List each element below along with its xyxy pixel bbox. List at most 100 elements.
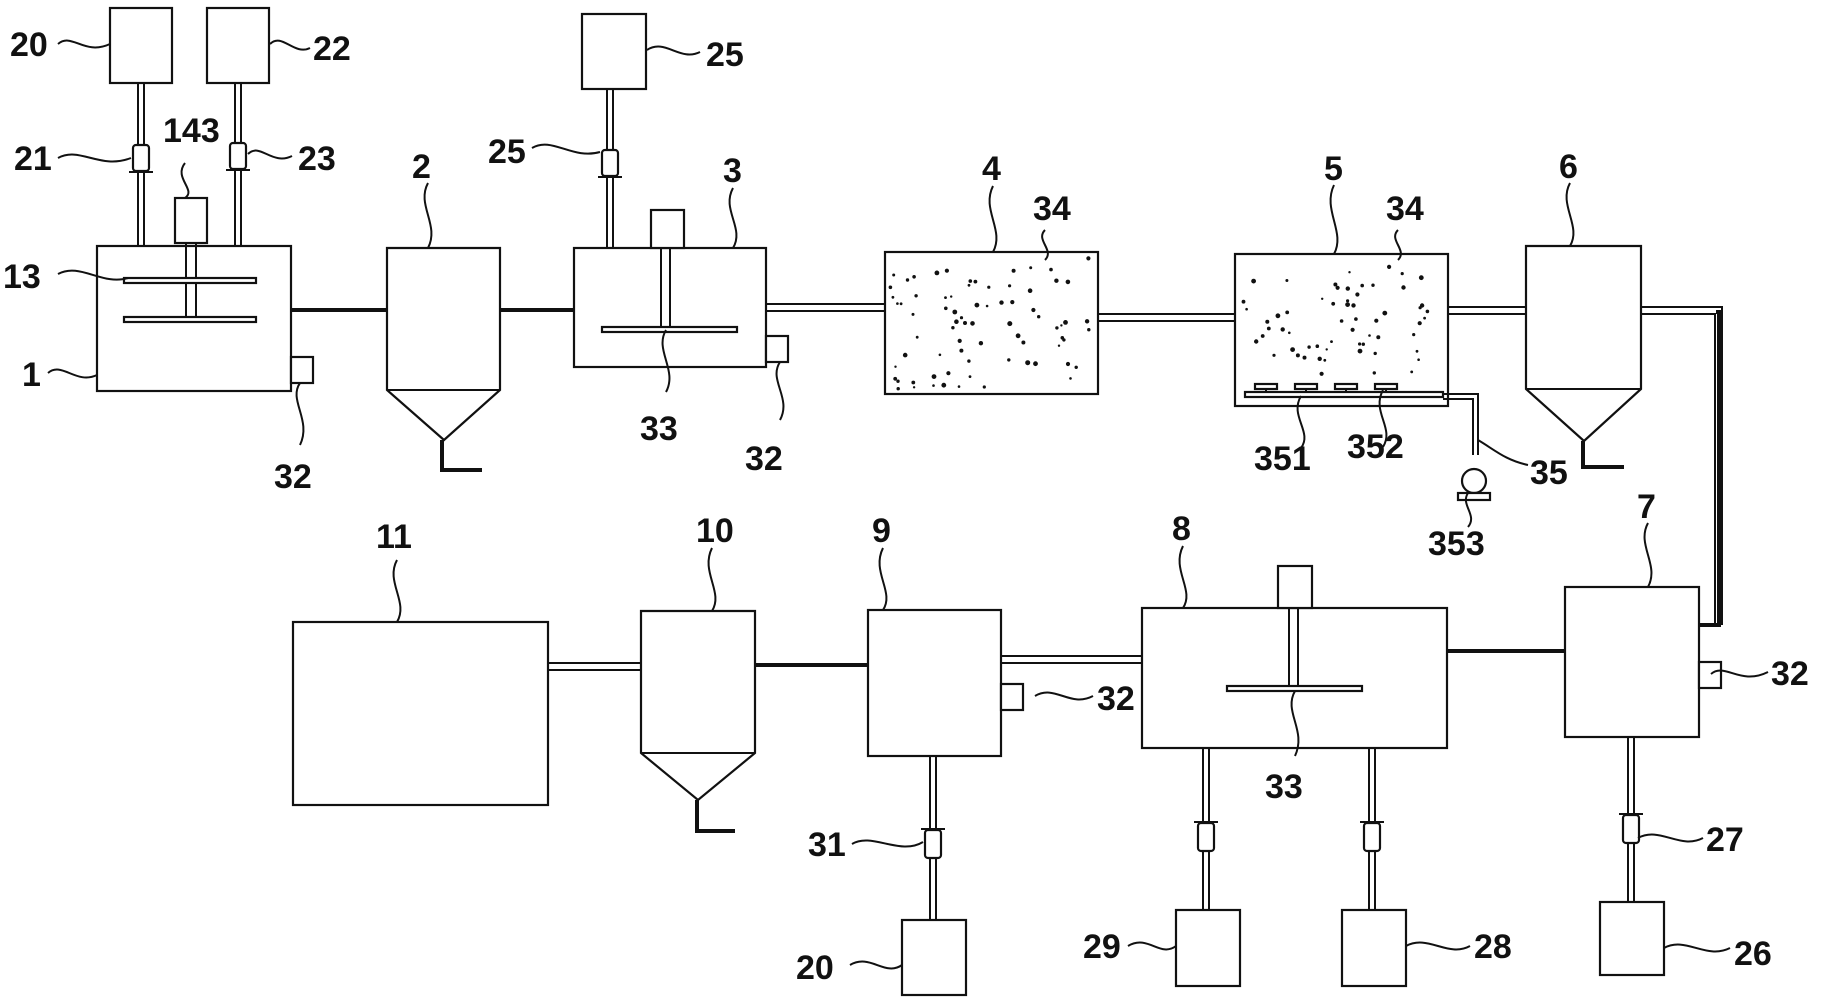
valve-27 [1619, 813, 1643, 845]
packing-particle [963, 321, 967, 325]
packing-particle [1087, 328, 1091, 332]
tank-3 [572, 208, 790, 369]
packing-particle [1321, 297, 1324, 300]
packing-particle [1345, 302, 1350, 307]
packing-particle [1360, 283, 1364, 288]
label-8: 8 [1172, 510, 1191, 548]
packing-particle [968, 279, 973, 283]
packing-particle [1355, 292, 1360, 297]
packing-particles-4 [888, 256, 1091, 391]
packing-particle [1251, 278, 1256, 284]
label-9: 9 [872, 512, 891, 550]
packing-particle [905, 278, 910, 282]
packing-particle [1351, 303, 1356, 308]
packing-particle [1057, 344, 1061, 347]
reagent-tank-22 [205, 6, 271, 246]
packing-particle [902, 352, 908, 358]
packing-particle [968, 375, 972, 378]
packing-particle [899, 302, 903, 306]
packing-particle [1307, 345, 1311, 349]
sensor-32-tank7 [1697, 660, 1723, 690]
packing-particle [1295, 353, 1300, 358]
packing-particle [1317, 356, 1322, 361]
packing-particle [1339, 319, 1344, 323]
packing-particle [950, 295, 953, 298]
packing-particle [1074, 365, 1078, 369]
label-32-tank9: 32 [1097, 680, 1135, 718]
packing-particle [1027, 288, 1033, 294]
packing-particle [1357, 348, 1363, 354]
packing-particle [944, 296, 947, 299]
packing-particle [1302, 355, 1307, 360]
packing-particle [1358, 342, 1362, 346]
label-5: 5 [1324, 150, 1343, 188]
sensor-32-tank3 [764, 334, 790, 364]
packing-particle [1333, 282, 1338, 287]
packing-particle [1376, 335, 1381, 340]
packing-particle [931, 374, 937, 379]
packing-particle [911, 312, 915, 316]
sensor-32-tank1 [289, 355, 315, 385]
tank-1 [95, 196, 315, 393]
label-353: 353 [1428, 525, 1485, 563]
label-7: 7 [1637, 488, 1656, 526]
valve-25 [598, 148, 622, 178]
label-11: 11 [376, 518, 412, 556]
tank-7 [1563, 585, 1723, 902]
label-26: 26 [1734, 935, 1772, 973]
packing-particle [1401, 285, 1406, 290]
packing-particle [1241, 299, 1246, 304]
label-6: 6 [1559, 148, 1578, 186]
packing-particle [1346, 299, 1350, 303]
packing-particle [891, 295, 895, 299]
label-20-bottom: 20 [796, 949, 834, 987]
label-22: 22 [313, 30, 351, 68]
packing-particle [1400, 272, 1404, 276]
label-32-tank7: 32 [1771, 655, 1809, 693]
packing-particle [967, 359, 971, 363]
packing-particle [1330, 340, 1333, 343]
packing-particle [1319, 371, 1324, 376]
packing-particle [1423, 316, 1426, 320]
label-28: 28 [1474, 928, 1512, 966]
packing-particle [1065, 361, 1071, 367]
packing-particle [1037, 315, 1041, 319]
packing-particle [1315, 344, 1320, 349]
packing-particle [1325, 348, 1328, 351]
packing-particle [1382, 310, 1388, 316]
packing-particle [914, 294, 918, 298]
packing-particle [911, 380, 916, 385]
packing-particle [1021, 340, 1026, 345]
label-31: 31 [808, 826, 846, 864]
packing-particle [957, 385, 961, 388]
packing-particle [1010, 300, 1015, 305]
packing-particle [987, 285, 991, 289]
packing-particle [896, 302, 899, 305]
diffusers-352 [1253, 382, 1399, 392]
packing-particle [1033, 361, 1038, 367]
packing-particle [1418, 275, 1424, 281]
label-21: 21 [14, 140, 52, 178]
aeration-pipe-351 [1243, 390, 1445, 399]
packing-particle [1275, 313, 1281, 319]
packing-particle [1054, 278, 1059, 283]
packing-particle [1025, 360, 1031, 366]
packing-particle [893, 376, 898, 381]
packing-particle [1260, 334, 1265, 338]
packing-particle [1055, 326, 1059, 330]
packing-particle [978, 341, 984, 346]
stirrer-13 [122, 276, 258, 285]
packing-particle [1049, 267, 1053, 272]
packing-particle [915, 335, 919, 339]
label-33-tank8: 33 [1265, 768, 1303, 806]
label-27: 27 [1706, 821, 1744, 859]
packing-particle [1418, 306, 1422, 310]
packing-particle [912, 386, 916, 389]
label-4: 4 [982, 150, 1001, 188]
packing-particle [973, 279, 978, 284]
packing-particle [1084, 319, 1090, 324]
packing-particle [1345, 286, 1351, 291]
packing-particle [1007, 321, 1013, 327]
packing-particle [957, 338, 962, 343]
label-35: 35 [1530, 454, 1568, 492]
